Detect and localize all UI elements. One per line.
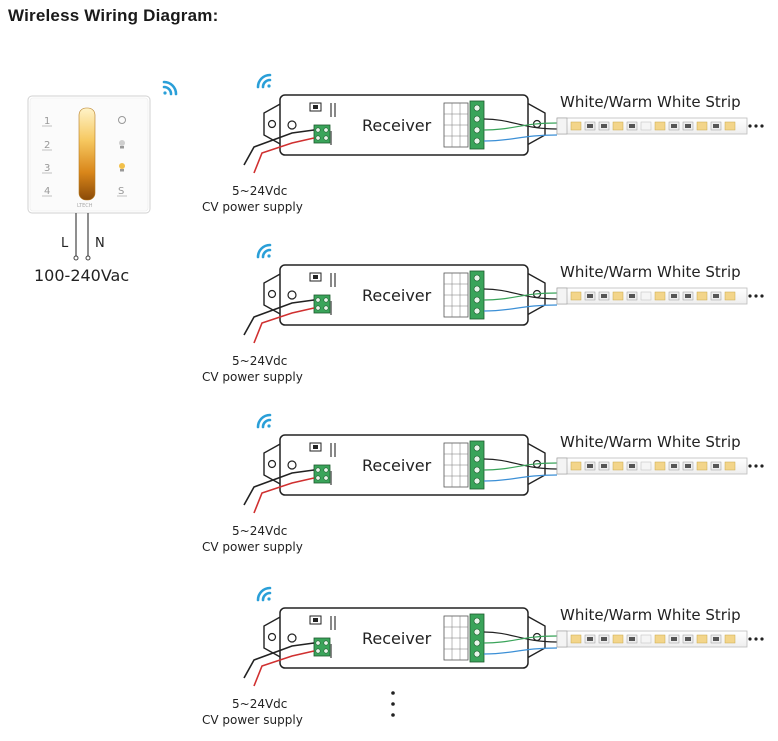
line-label: L	[61, 236, 69, 251]
led-strip	[556, 630, 765, 648]
psu-label: CV power supply	[202, 540, 303, 554]
receiver-label: Receiver	[362, 456, 432, 475]
receiver-label: Receiver	[362, 629, 432, 648]
receiver-row: Receiver White/Warm White Strip 5~24Vdc …	[202, 433, 765, 554]
psu-label: CV power supply	[202, 713, 303, 727]
dimmer-slider	[78, 107, 96, 201]
led-strip	[556, 457, 765, 475]
warm-light-icon	[119, 163, 125, 172]
strip-label: White/Warm White Strip	[560, 606, 741, 624]
receiver-row: Receiver White/Warm White Strip 5~24Vdc …	[202, 93, 765, 214]
receiver-row: Receiver White/Warm White Strip 5~24Vdc …	[202, 263, 765, 384]
receiver-row: Receiver White/Warm White Strip 5~24Vdc …	[202, 606, 765, 727]
receiver-label: Receiver	[362, 286, 432, 305]
led-strip	[556, 117, 765, 135]
psu-voltage-label: 5~24Vdc	[232, 184, 287, 198]
receiver-wifi-icon	[256, 73, 272, 89]
receiver-wifi-icon	[256, 586, 272, 602]
strip-label: White/Warm White Strip	[560, 433, 741, 451]
panel-wifi-icon	[162, 80, 178, 96]
panel-brand: LTECH	[77, 203, 93, 209]
receiver-wifi-icon	[256, 243, 272, 259]
psu-voltage-label: 5~24Vdc	[232, 354, 287, 368]
led-strip	[556, 287, 765, 305]
psu-voltage-label: 5~24Vdc	[232, 697, 287, 711]
receiver-wifi-icon	[256, 413, 272, 429]
psu-voltage-label: 5~24Vdc	[232, 524, 287, 538]
scene-key: S	[118, 186, 124, 197]
zone-1-key: 1	[44, 116, 50, 127]
zone-3-key: 3	[44, 163, 50, 174]
power-icon	[118, 116, 126, 124]
psu-label: CV power supply	[202, 370, 303, 384]
cool-light-icon	[119, 140, 125, 149]
zone-2-key: 2	[44, 140, 50, 151]
strip-label: White/Warm White Strip	[560, 263, 741, 281]
mains-voltage-label: 100-240Vac	[34, 266, 129, 285]
receiver-label: Receiver	[362, 116, 432, 135]
zone-4-key: 4	[44, 186, 50, 197]
more-receivers-ellipsis	[391, 691, 395, 717]
diagram-title: Wireless Wiring Diagram:	[8, 6, 219, 25]
neutral-label: N	[95, 236, 105, 251]
wall-panel: 1 2 3 4 S LTECH	[27, 95, 151, 214]
psu-label: CV power supply	[202, 200, 303, 214]
strip-label: White/Warm White Strip	[560, 93, 741, 111]
